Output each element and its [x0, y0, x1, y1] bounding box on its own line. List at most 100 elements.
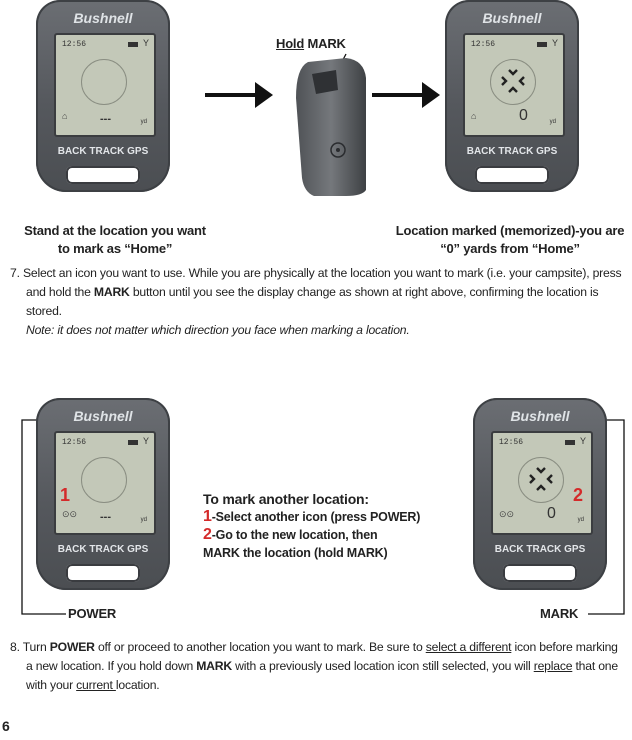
- compass-circle: [490, 59, 536, 105]
- step-7-note: Note: it does not matter which direction…: [26, 323, 410, 337]
- device-logo: BACK TRACK GPS: [57, 544, 149, 555]
- screen-time: 12:56: [471, 40, 496, 49]
- device-logo: BACK TRACK GPS: [57, 146, 149, 157]
- device-home-marked: Bushnell 12:56 Y ⌂ 0 yd BACK TRACK GPS: [445, 0, 579, 192]
- screen-unit: yd: [549, 119, 556, 125]
- device-screen: 12:56 Y ⌂ 0 yd: [463, 33, 565, 137]
- text-run: 8. Turn: [10, 640, 50, 654]
- battery-icon: [537, 42, 547, 47]
- compass-circle: [81, 59, 127, 105]
- step-8-line3: with your current location.: [10, 676, 631, 695]
- caption-left-line1: Stand at the location you want: [24, 223, 206, 238]
- mark-word: MARK: [304, 36, 346, 51]
- instructions-block: To mark another location: 1-Select anoth…: [203, 490, 443, 562]
- instruction-text: -Select another icon (press POWER): [211, 510, 421, 524]
- screen-distance: 0: [547, 505, 556, 522]
- hold-mark-label: Hold MARK: [276, 36, 346, 51]
- step-7-line2: and hold the MARK button until you see t…: [10, 283, 631, 321]
- text-run: icon before marking: [511, 640, 618, 654]
- caption-right-line2: “0” yards from “Home”: [440, 241, 580, 256]
- step-number-2: 2: [573, 485, 584, 505]
- device-lanyard-slot: [503, 564, 577, 582]
- compass-circle: [518, 457, 564, 503]
- screen-distance: ---: [100, 113, 111, 125]
- crosshair-icon: [501, 69, 525, 93]
- text-run-underline: current: [76, 678, 116, 692]
- device-lanyard-slot: [66, 166, 140, 184]
- signal-icon: Y: [142, 436, 149, 446]
- device-brand: Bushnell: [482, 10, 542, 26]
- screen-time: 12:56: [62, 438, 87, 447]
- step-8-line1: 8. Turn POWER off or proceed to another …: [10, 638, 631, 657]
- text-run-underline: replace: [533, 659, 573, 673]
- screen-time: 12:56: [499, 438, 524, 447]
- device-logo: BACK TRACK GPS: [494, 544, 586, 555]
- device-select-icon: Bushnell 12:56 Y ⊙⊙ --- yd 1 BACK TRACK …: [36, 398, 170, 590]
- text-run: and hold the: [26, 285, 94, 299]
- text-run: that one: [572, 659, 618, 673]
- caption-left-line2: to mark as “Home”: [57, 241, 173, 256]
- device-brand: Bushnell: [73, 10, 133, 26]
- device-brand: Bushnell: [510, 408, 570, 424]
- instruction-3: MARK the location (hold MARK): [203, 546, 388, 560]
- device-screen: 12:56 Y ⊙⊙ --- yd 1: [54, 431, 156, 535]
- device-logo: BACK TRACK GPS: [466, 146, 558, 157]
- text-run-underline: select a different: [425, 640, 512, 654]
- device-lanyard-slot: [475, 166, 549, 184]
- screen-distance: ---: [100, 511, 111, 523]
- arrow-right-icon: [205, 82, 273, 108]
- text-run: off or proceed to another location you w…: [94, 640, 426, 654]
- text-run: with your: [26, 678, 77, 692]
- device-home-unmarked: Bushnell 12:56 Y ⌂ --- yd BACK TRACK GPS: [36, 0, 170, 192]
- instruction-1: 1-Select another icon (press POWER): [203, 508, 443, 526]
- device-mark-new: Bushnell 12:56 Y ⊙⊙ 0 yd 2 BACK TRACK GP…: [473, 398, 607, 590]
- screen-distance: 0: [519, 107, 528, 124]
- home-icon: ⌂: [62, 111, 68, 121]
- device-side-view: [296, 58, 366, 196]
- step-number-2: 2: [203, 526, 212, 543]
- signal-icon: Y: [142, 38, 149, 48]
- instructions-title: To mark another location:: [203, 491, 369, 507]
- screen-unit: yd: [140, 119, 147, 125]
- car-icon: ⊙⊙: [62, 509, 78, 519]
- caption-left: Stand at the location you want to mark a…: [10, 222, 220, 258]
- text-run-bold: MARK: [93, 285, 130, 299]
- step-7-paragraph: 7. Select an icon you want to use. While…: [10, 264, 631, 340]
- hold-word: Hold: [276, 36, 305, 51]
- text-run: with a previously used location icon sti…: [232, 659, 534, 673]
- step-7-line1: 7. Select an icon you want to use. While…: [10, 266, 622, 280]
- screen-time: 12:56: [62, 40, 87, 49]
- device-screen: 12:56 Y ⊙⊙ 0 yd 2: [491, 431, 593, 535]
- step-number-1: 1: [60, 485, 71, 505]
- page-number: 6: [2, 718, 10, 734]
- device-brand: Bushnell: [73, 408, 133, 424]
- home-icon: ⌂: [471, 111, 477, 121]
- text-run-bold: MARK: [196, 659, 232, 673]
- step-8-paragraph: 8. Turn POWER off or proceed to another …: [10, 638, 631, 695]
- step-8-line2: a new location. If you hold down MARK wi…: [10, 657, 631, 676]
- battery-icon: [128, 440, 138, 445]
- caption-right-line1: Location marked (memorized)-you are: [395, 223, 625, 238]
- caption-right: Location marked (memorized)-you are “0” …: [388, 222, 632, 258]
- power-label: POWER: [68, 606, 117, 621]
- text-run-bold: POWER: [49, 640, 95, 654]
- step-number-1: 1: [203, 508, 212, 525]
- text-run: location.: [115, 678, 160, 692]
- instruction-2: 2-Go to the new location, then: [203, 526, 443, 544]
- car-icon: ⊙⊙: [499, 509, 515, 519]
- text-run: a new location. If you hold down: [26, 659, 197, 673]
- text-run: button until you see the display change …: [26, 285, 599, 318]
- signal-icon: Y: [551, 38, 558, 48]
- device-screen: 12:56 Y ⌂ --- yd: [54, 33, 156, 137]
- crosshair-icon: [529, 467, 553, 491]
- battery-icon: [565, 440, 575, 445]
- mark-label: MARK: [540, 606, 579, 621]
- arrow-right-icon: [372, 82, 440, 108]
- screen-unit: yd: [577, 517, 584, 523]
- device-lanyard-slot: [66, 564, 140, 582]
- screen-unit: yd: [140, 517, 147, 523]
- compass-circle: [81, 457, 127, 503]
- instruction-text: -Go to the new location, then: [211, 528, 378, 542]
- battery-icon: [128, 42, 138, 47]
